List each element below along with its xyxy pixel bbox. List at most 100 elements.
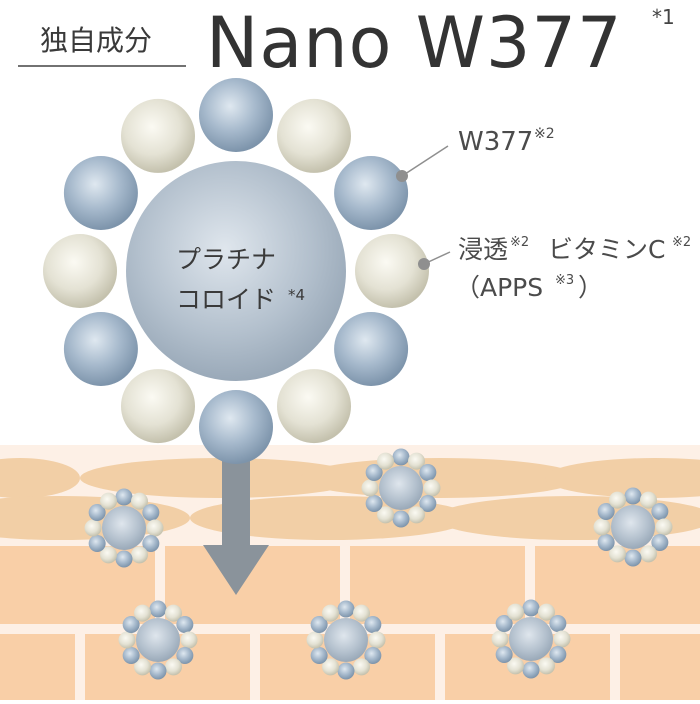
w377-particle — [88, 535, 106, 552]
vitc-label-part1: 浸透 — [458, 235, 508, 264]
small-clusters — [84, 448, 673, 680]
platinum-colloid-core — [379, 466, 423, 510]
w377-particle — [142, 535, 160, 552]
vitamin-c-particle — [146, 519, 164, 537]
w377-particle — [337, 600, 355, 618]
w377-particle — [149, 662, 167, 680]
w377-particle — [88, 504, 106, 521]
w377-particle — [334, 156, 409, 230]
w377-callout-dot — [396, 170, 408, 182]
apps-footnote: ※3 — [555, 273, 574, 288]
core-label-line1: プラチナ — [176, 245, 276, 274]
vitamin-c-particle — [353, 604, 370, 622]
vitamin-c-particle — [361, 479, 379, 497]
skin-top-cell — [0, 458, 80, 498]
vitamin-c-particle — [100, 546, 117, 564]
title-footnote: *1 — [652, 5, 675, 29]
vitamin-c-particle — [165, 658, 182, 676]
w377-particle — [522, 599, 540, 617]
vitamin-c-particle — [322, 604, 339, 622]
vitamin-c-particle — [277, 369, 351, 444]
vitamin-c-particle — [355, 234, 429, 308]
vitc-label-part2: ビタミンC — [548, 235, 665, 264]
small-nano-cluster — [84, 488, 164, 568]
w377-particle — [597, 534, 615, 551]
vitamin-c-particle — [640, 491, 657, 509]
small-nano-cluster — [593, 487, 673, 567]
skin-top-cell — [545, 458, 700, 498]
w377-leader-line — [401, 145, 449, 177]
vitamin-c-particle — [368, 631, 386, 649]
w377-particle — [549, 615, 567, 632]
w377-particle — [651, 534, 669, 551]
vitamin-c-particle — [408, 506, 425, 524]
apps-label: （APPS — [455, 273, 543, 302]
vitamin-c-particle — [491, 630, 509, 648]
w377-particle — [365, 495, 383, 512]
w377-particle — [365, 464, 383, 481]
vitamin-c-particle — [553, 630, 571, 648]
w377-particle — [549, 646, 567, 663]
w377-particle — [419, 495, 437, 512]
w377-label: W377 — [458, 127, 533, 157]
small-nano-cluster — [306, 600, 386, 680]
w377-particle — [115, 488, 133, 506]
platinum-colloid-core — [324, 618, 368, 662]
vitc-footnote-1: ※2 — [510, 235, 529, 250]
skin-cells — [0, 546, 700, 700]
vitamin-c-particle — [609, 491, 626, 509]
w377-particle — [624, 549, 642, 567]
w377-particle — [495, 646, 513, 663]
vitamin-c-particle — [377, 506, 394, 524]
vitamin-c-particle — [121, 98, 195, 173]
skin-top-cell — [80, 458, 360, 498]
platinum-colloid-core — [126, 161, 346, 381]
vitamin-c-particle — [131, 492, 148, 510]
w377-particle — [63, 156, 138, 230]
vitamin-c-particle — [180, 631, 198, 649]
vitamin-c-particle — [640, 545, 657, 563]
vitamin-c-particle — [134, 604, 151, 622]
w377-particle — [495, 615, 513, 632]
vitamin-c-particle — [408, 452, 425, 470]
core-label-line2: コロイド — [176, 285, 276, 314]
w377-particle — [176, 616, 194, 633]
vitamin-c-particle — [306, 631, 324, 649]
vitamin-c-particle — [131, 546, 148, 564]
w377-particle — [334, 312, 409, 386]
vitamin-c-particle — [134, 658, 151, 676]
vitamin-c-particle — [353, 658, 370, 676]
vitamin-c-particle — [538, 657, 555, 675]
vitamin-c-particle — [322, 658, 339, 676]
vitamin-c-particle — [377, 452, 394, 470]
core-footnote: *4 — [288, 286, 305, 304]
w377-particle — [310, 616, 328, 633]
small-nano-cluster — [361, 448, 441, 528]
vitamin-c-particle — [121, 369, 195, 444]
w377-particle — [122, 647, 140, 664]
w377-particle — [199, 78, 273, 152]
small-nano-cluster — [491, 599, 571, 679]
vitamin-c-particle — [655, 518, 673, 536]
platinum-colloid-core — [611, 505, 655, 549]
vitc-footnote-2: ※2 — [672, 235, 691, 250]
vitamin-c-particle — [100, 492, 117, 510]
vitc-callout-dot — [418, 258, 430, 270]
platinum-colloid-core — [102, 506, 146, 550]
w377-footnote: ※2 — [534, 126, 555, 142]
page-title: Nano W377 — [206, 2, 623, 84]
vitamin-c-particle — [538, 603, 555, 621]
w377-particle — [122, 616, 140, 633]
platinum-colloid-core — [509, 617, 553, 661]
small-nano-cluster — [118, 600, 198, 680]
nano-cluster — [43, 78, 429, 464]
w377-particle — [176, 647, 194, 664]
vitamin-c-particle — [43, 234, 117, 308]
vitamin-c-particle — [423, 479, 441, 497]
apps-close: ） — [578, 273, 603, 302]
w377-particle — [115, 550, 133, 568]
w377-particle — [392, 448, 410, 466]
w377-particle — [597, 503, 615, 520]
